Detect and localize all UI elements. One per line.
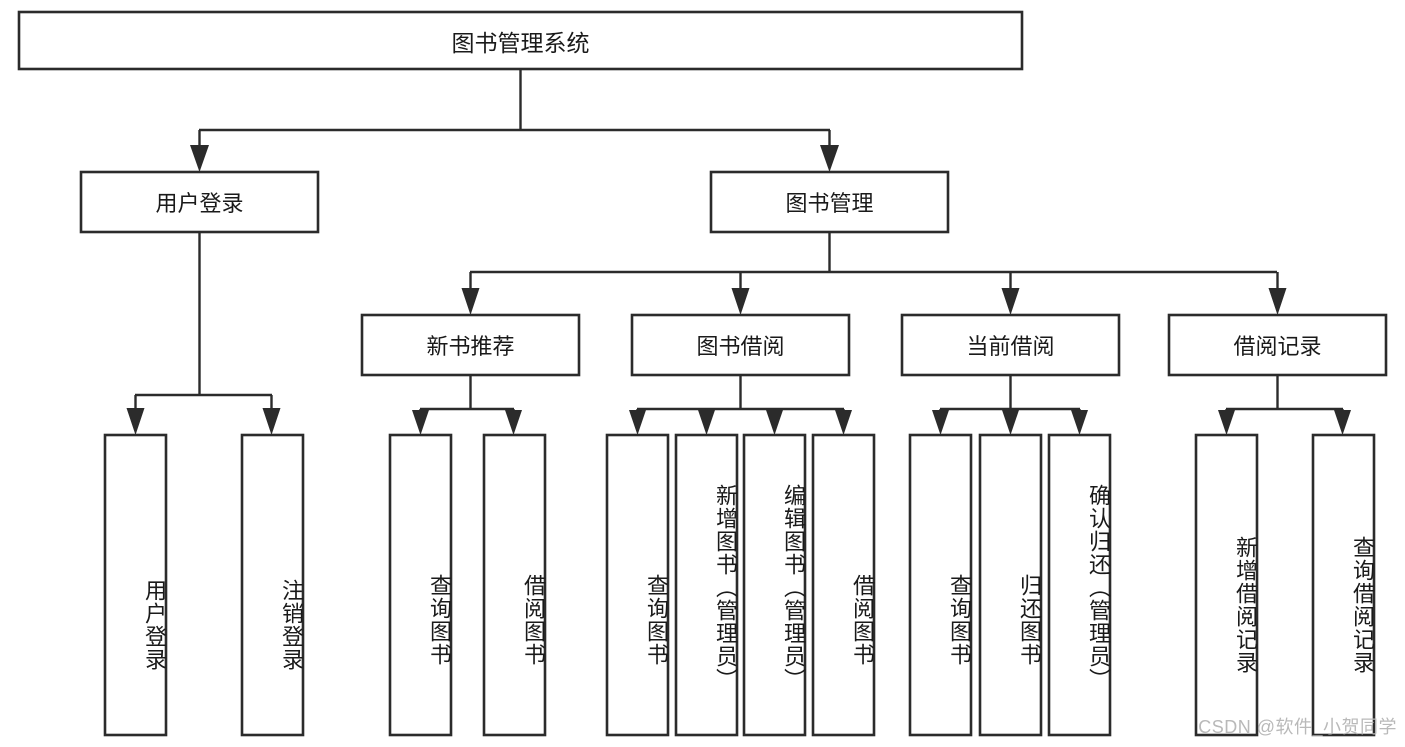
arrow-bm-to-book-borrow xyxy=(731,288,750,315)
arrow-br-d1 xyxy=(1218,410,1235,435)
arrow-bb-d2 xyxy=(698,410,715,435)
node-root[interactable] xyxy=(17,10,1024,71)
node-leaf-borrow-book-2[interactable] xyxy=(811,433,876,737)
node-leaf-edit-book[interactable] xyxy=(742,433,807,737)
arrow-bm-to-new-book-rec xyxy=(461,288,480,315)
arrow-cb-d2 xyxy=(1002,410,1019,435)
arrow-bm-to-current-borrow xyxy=(1001,288,1020,315)
node-current-borrow[interactable] xyxy=(900,313,1121,377)
arrow-bm-to-borrow-record xyxy=(1268,288,1287,315)
node-leaf-add-record[interactable] xyxy=(1194,433,1259,737)
node-leaf-confirm-return[interactable] xyxy=(1047,433,1112,737)
arrow-user-login-d1 xyxy=(126,408,145,435)
node-leaf-borrow-book-1[interactable] xyxy=(482,433,547,737)
node-leaf-query-book-2[interactable] xyxy=(605,433,670,737)
node-leaf-add-book[interactable] xyxy=(674,433,739,737)
node-leaf-query-book-1[interactable] xyxy=(388,433,453,737)
arrow-root-to-user-login xyxy=(190,145,209,172)
node-leaf-logout[interactable] xyxy=(240,433,305,737)
arrow-nbr-d2 xyxy=(505,410,522,435)
node-borrow-record[interactable] xyxy=(1167,313,1388,377)
node-leaf-return-book[interactable] xyxy=(978,433,1043,737)
node-leaf-query-record[interactable] xyxy=(1311,433,1376,737)
arrow-br-d2 xyxy=(1334,410,1351,435)
node-book-manage[interactable] xyxy=(709,170,950,234)
node-leaf-user-login[interactable] xyxy=(103,433,168,737)
node-new-book-rec[interactable] xyxy=(360,313,581,377)
arrow-bb-d1 xyxy=(629,410,646,435)
arrow-bb-d4 xyxy=(835,410,852,435)
arrow-cb-d1 xyxy=(932,410,949,435)
arrow-bb-d3 xyxy=(766,410,783,435)
arrow-nbr-d1 xyxy=(412,410,429,435)
node-leaf-query-book-3[interactable] xyxy=(908,433,973,737)
node-user-login[interactable] xyxy=(79,170,320,234)
node-book-borrow[interactable] xyxy=(630,313,851,377)
arrow-root-to-book-manage xyxy=(820,145,839,172)
arrow-cb-d3 xyxy=(1071,410,1088,435)
arrow-user-login-d2 xyxy=(262,408,281,435)
